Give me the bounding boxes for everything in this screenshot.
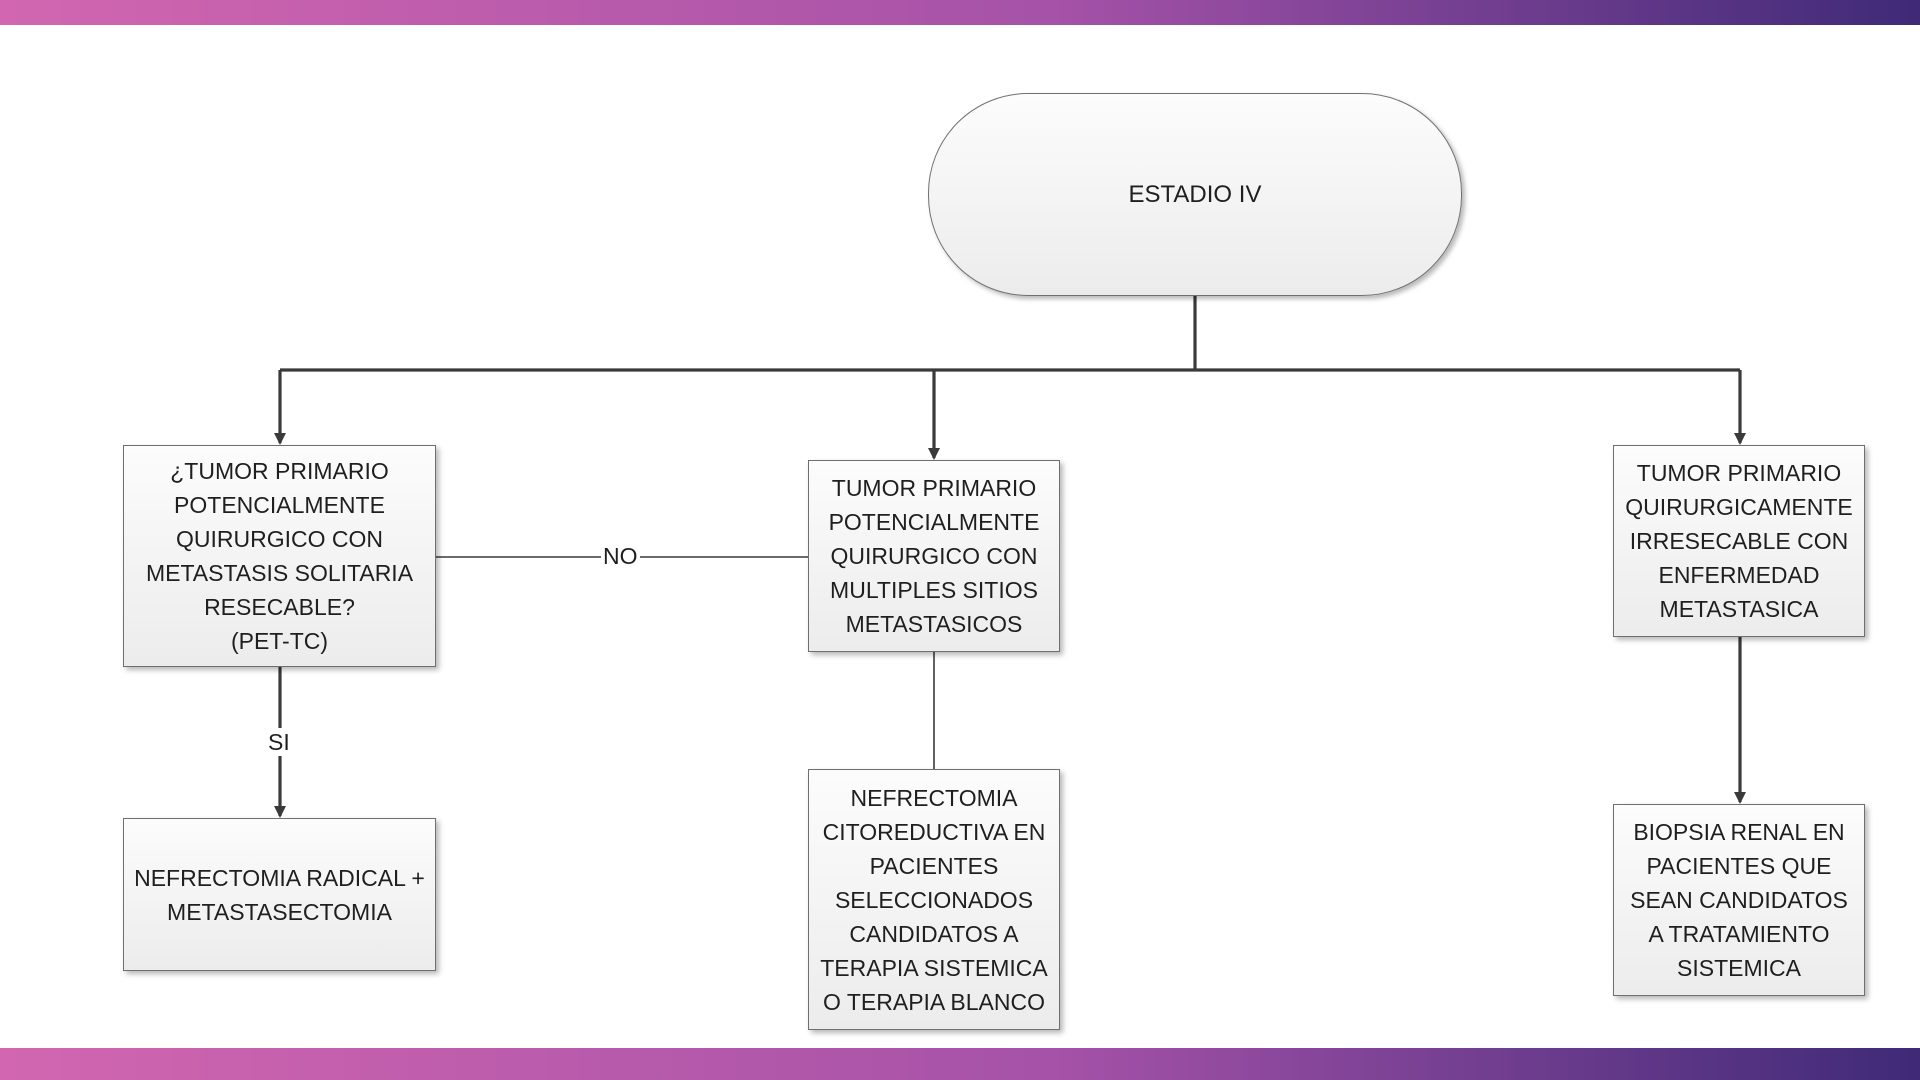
top-decorative-band	[0, 0, 1920, 25]
bottom-decorative-band	[0, 1048, 1920, 1080]
renal-biopsy-box: BIOPSIA RENAL EN PACIENTES QUE SEAN CAND…	[1613, 804, 1865, 996]
radical-nephrectomy-box: NEFRECTOMIA RADICAL + METASTASECTOMIA	[123, 818, 436, 971]
multiple-metastatic-sites-box: TUMOR PRIMARIO POTENCIALMENTE QUIRURGICO…	[808, 460, 1060, 652]
start-terminal: ESTADIO IV	[928, 93, 1462, 296]
edge-label-no: NO	[601, 542, 640, 570]
edge-label-si: SI	[266, 728, 292, 756]
unresectable-tumor-box: TUMOR PRIMARIO QUIRURGICAMENTE IRRESECAB…	[1613, 445, 1865, 637]
question-solitary-metastasis-box: ¿TUMOR PRIMARIO POTENCIALMENTE QUIRURGIC…	[123, 445, 436, 667]
cytoreductive-nephrectomy-box: NEFRECTOMIA CITOREDUCTIVA EN PACIENTES S…	[808, 769, 1060, 1030]
